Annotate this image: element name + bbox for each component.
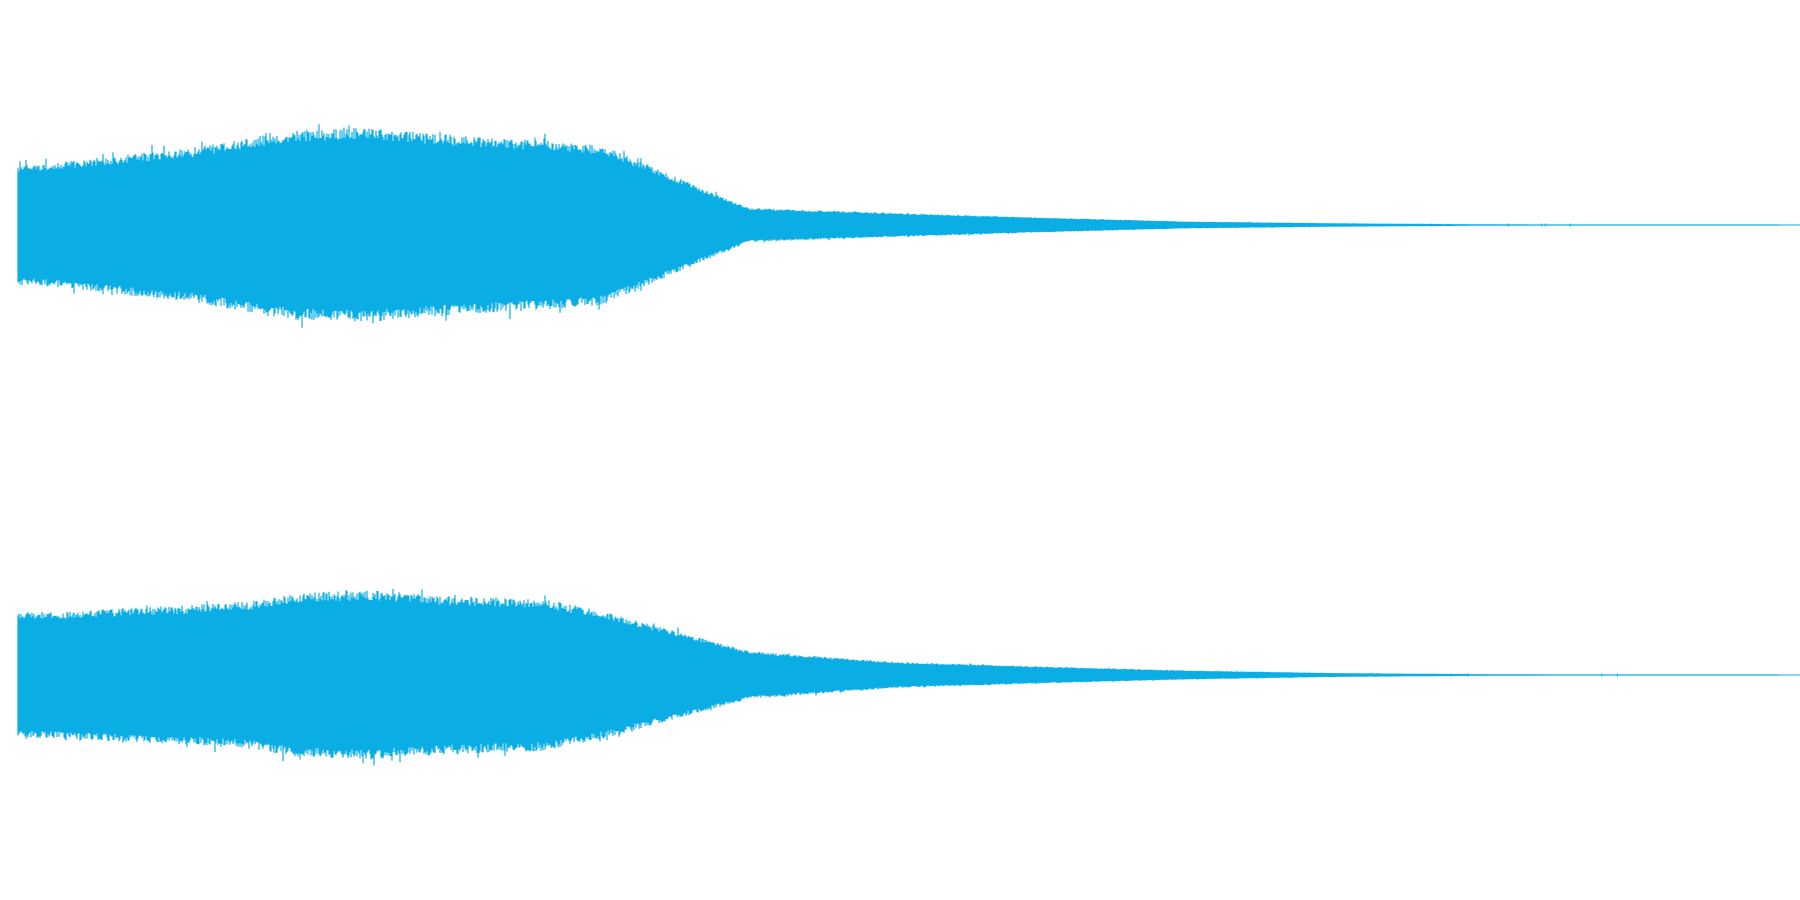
waveform-channels [17, 124, 1800, 766]
channel-top-waveform [17, 124, 1779, 328]
channel-bottom-waveform [17, 589, 1779, 766]
